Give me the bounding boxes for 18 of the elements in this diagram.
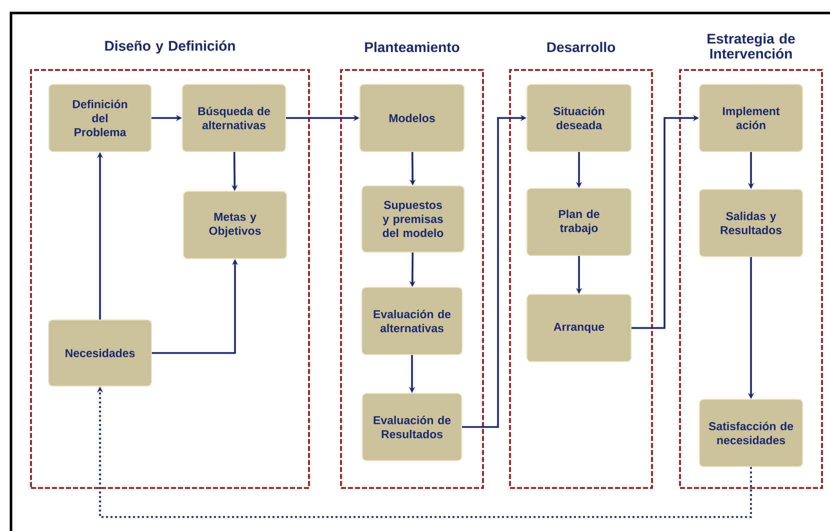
- group-title: Diseño y Definición: [105, 40, 235, 54]
- group-title: Planteamiento: [365, 42, 460, 52]
- group-title: Estrategia de Intervención: [708, 33, 795, 59]
- process-box: Supuestos y premisas del modelo: [362, 186, 464, 252]
- process-box: Salidas y Resultados: [699, 189, 803, 257]
- process-box: Metas y Objetivos: [183, 191, 287, 259]
- process-box: Necesidades: [48, 320, 152, 386]
- group-title: Desarrollo: [547, 42, 616, 52]
- process-box: Satisfacción de necesidades: [699, 399, 803, 467]
- process-box: Arranque: [526, 294, 632, 362]
- process-box: Definición del Problema: [48, 84, 152, 152]
- process-box: Búsqueda de alternativas: [182, 84, 286, 152]
- process-box: Plan de trabajo: [526, 188, 632, 256]
- process-box: Evaluación de Resultados: [362, 393, 462, 461]
- process-box: Evaluación de alternativas: [362, 287, 462, 355]
- process-box: Implement ación: [699, 84, 803, 152]
- process-box: Modelos: [360, 84, 464, 152]
- process-box: Situación deseada: [526, 84, 632, 152]
